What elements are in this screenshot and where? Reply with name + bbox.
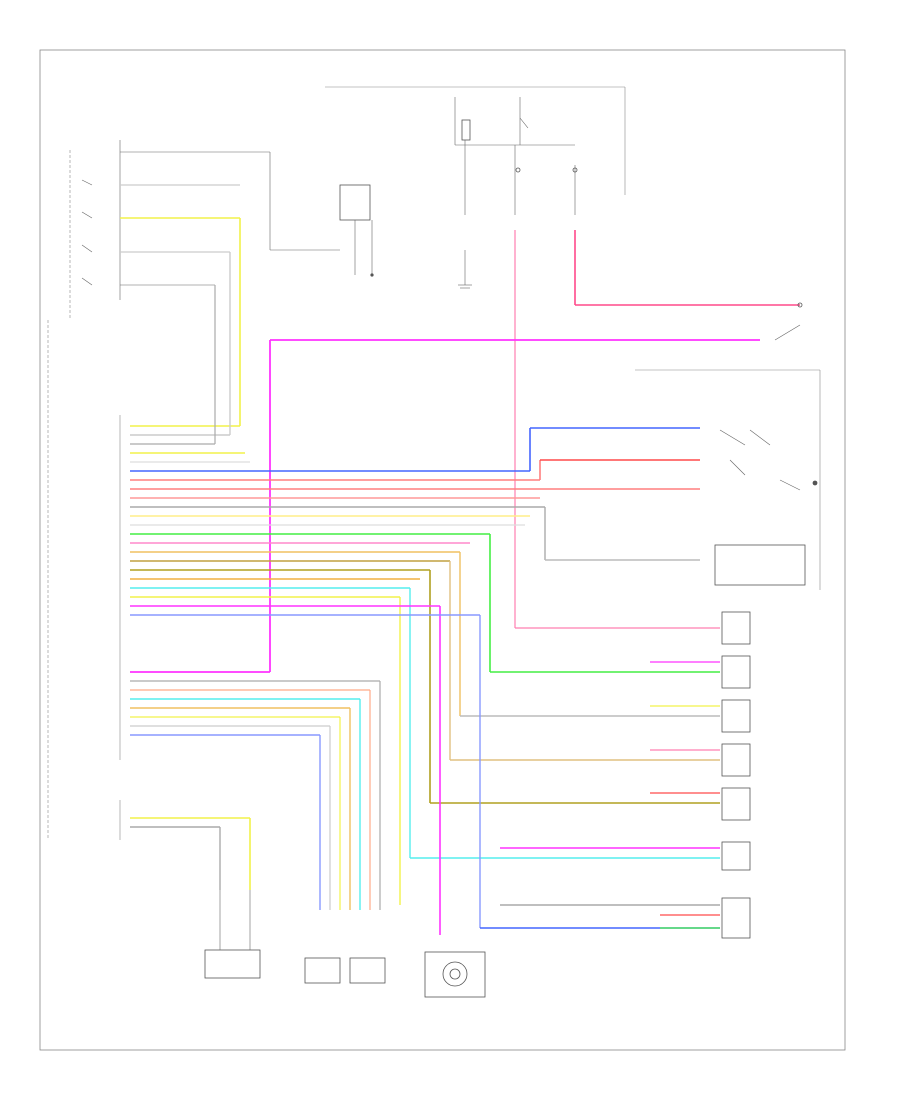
relay-wiring (269, 230, 803, 672)
pcm-lower-wires (130, 671, 381, 910)
pcm-upper-wires (130, 218, 720, 935)
range-switch (69, 140, 340, 320)
brake-switch (339, 184, 374, 277)
solenoid-wiring (480, 661, 720, 929)
bottom-sensors (204, 890, 486, 998)
solenoid-boxes (721, 611, 751, 939)
transmission-range-switch (635, 369, 821, 590)
diagram-frame (39, 49, 846, 1051)
pcm-module (47, 320, 121, 840)
ground-symbol (458, 250, 472, 289)
fuse-block (325, 86, 626, 215)
